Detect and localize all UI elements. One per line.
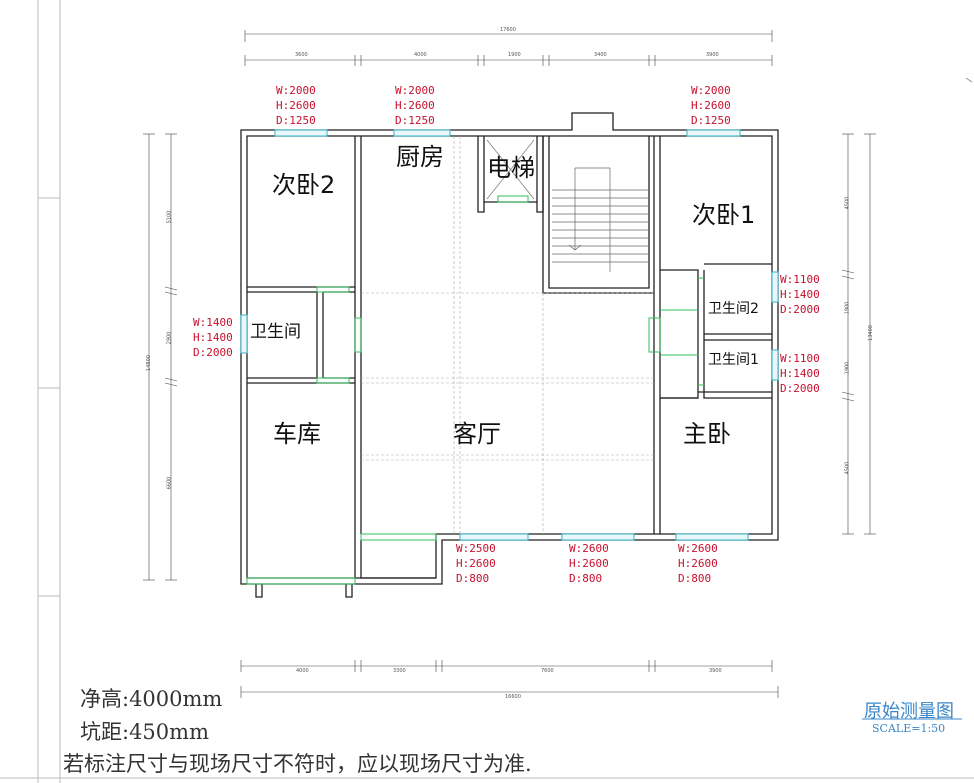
dim-left-1: 5100 [166,210,173,224]
dim-left-3: 6600 [166,476,173,490]
dim-top-2: 4000 [414,52,427,58]
room-label-chufang: 厨房 [396,143,444,171]
dim-right-2: 1900 [844,301,851,315]
staircase [552,167,650,272]
dim-top-4: 3400 [594,52,607,58]
dim-top-1: 3600 [295,52,308,58]
dim-bottom-4: 3900 [709,668,722,674]
dimension-lines [143,30,876,698]
dim-bottom-2: 3300 [393,668,406,674]
room-label-ciwo2: 次卧2 [272,171,336,199]
note-pit-distance: 坑距:450mm [80,720,209,744]
dim-top-total: 17600 [500,27,516,33]
room-label-keting: 客厅 [453,420,501,448]
dim-top-5: 3900 [706,52,719,58]
drawing-scale: SCALE=1:50 [872,722,946,735]
room-label-weisheng: 卫生间 [250,322,301,342]
dim-top-3: 1900 [508,52,521,58]
note-clear-height: 净高:4000mm [80,687,223,711]
beam-lines [361,136,654,534]
dim-bottom-total: 16600 [505,694,521,700]
room-label-weisheng1: 卫生间1 [708,352,759,368]
dim-right-4: 4500 [844,461,851,475]
note-disclaimer: 若标注尺寸与现场尺寸不符时，应以现场尺寸为准. [63,752,532,776]
room-label-cheku: 车库 [273,420,321,448]
room-label-dianti: 电梯 [487,154,535,182]
doors [246,195,704,585]
windows [240,129,779,541]
room-label-zhuwo: 主卧 [683,420,731,448]
drawing-title: 原始测量图 [864,701,954,722]
dim-bottom-1: 4000 [296,668,309,674]
dim-left-2: 2900 [166,331,173,345]
dim-bottom-3: 7600 [541,668,554,674]
dim-left-total: 14800 [145,355,152,371]
room-label-weisheng2: 卫生间2 [708,301,759,317]
room-label-ciwo1: 次卧1 [692,201,756,229]
dim-right-total: 13400 [867,325,874,341]
corner-mark [965,77,973,83]
dim-right-3: 1900 [844,361,851,375]
dim-right-1: 4500 [844,196,851,210]
